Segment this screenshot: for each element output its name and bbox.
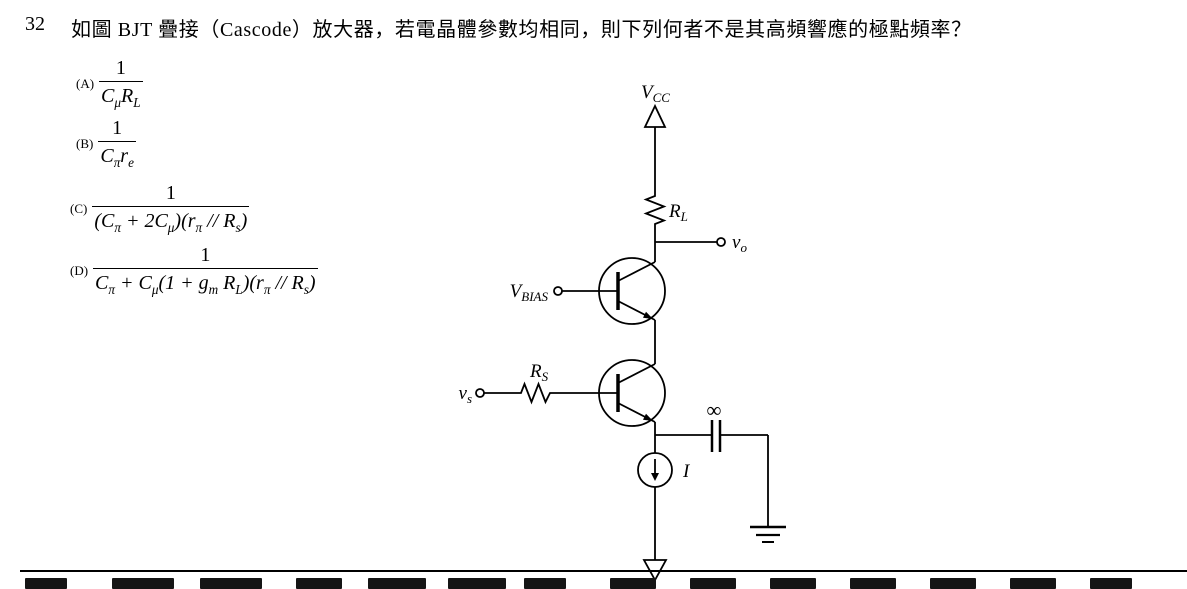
- cropped-text-fragment: [524, 578, 566, 589]
- rl-label: RL: [668, 201, 688, 224]
- option-b-formula: 1 Cπre: [98, 116, 136, 172]
- vbias-label: VBIAS: [510, 281, 549, 304]
- cropped-text-fragment: [25, 578, 67, 589]
- cropped-text-fragment: [770, 578, 816, 589]
- infinity-cap-label: ∞: [707, 398, 722, 422]
- fraction-numerator: 1: [92, 181, 250, 207]
- vcc-supply-arrow: [643, 103, 667, 192]
- option-b-label: (B): [76, 135, 94, 151]
- cropped-text-fragment: [296, 578, 342, 589]
- cropped-text-fragment: [368, 578, 426, 589]
- fraction-numerator: 1: [99, 56, 143, 82]
- rs-resistor: [475, 381, 562, 405]
- lower-bjt: [562, 359, 666, 427]
- cropped-text-fragment: [1010, 578, 1056, 589]
- option-d: (D) 1 Cπ + Cμ(1 + gm RL)(rπ // Rs): [70, 243, 318, 299]
- cropped-text-fragment: [1090, 578, 1132, 589]
- question-text: 如圖 BJT 疊接（Cascode）放大器，若電晶體參數均相同，則下列何者不是其…: [71, 19, 972, 41]
- cropped-text-fragment: [112, 578, 174, 589]
- cropped-text-fragment: [448, 578, 506, 589]
- fraction-denominator: Cπ + Cμ(1 + gm RL)(rπ // Rs): [95, 272, 316, 297]
- vbias-terminal: [553, 286, 563, 296]
- cropped-text-fragment: [610, 578, 656, 589]
- circuit-diagram: VCC RL vo VBIAS: [459, 82, 786, 582]
- option-a-label: (A): [76, 75, 95, 91]
- option-a: (A) 1 CμRL: [76, 56, 143, 112]
- fraction-numerator: 1: [93, 243, 318, 269]
- fraction-numerator: 1: [98, 116, 136, 142]
- option-d-formula: 1 Cπ + Cμ(1 + gm RL)(rπ // Rs): [93, 243, 318, 299]
- fraction-denominator: CμRL: [101, 85, 141, 110]
- fraction-denominator: (Cπ + 2Cμ)(rπ // Rs): [94, 210, 248, 235]
- vs-label: vs: [459, 383, 473, 406]
- emitter-arrow: [643, 311, 653, 319]
- option-a-formula: 1 CμRL: [99, 56, 143, 112]
- option-b: (B) 1 Cπre: [76, 116, 136, 172]
- cropped-text-fragment: [200, 578, 262, 589]
- current-source-label: I: [682, 461, 691, 482]
- question-number: 32: [25, 13, 45, 35]
- vo-label: vo: [732, 232, 747, 255]
- option-c-label: (C): [70, 200, 88, 216]
- cropped-text-fragment: [850, 578, 896, 589]
- cropped-text-fragment: [930, 578, 976, 589]
- option-d-label: (D): [70, 262, 89, 278]
- vs-terminal: [475, 388, 485, 398]
- bypass-capacitor: [655, 420, 769, 527]
- output-terminal: [716, 237, 726, 247]
- fraction-denominator: Cπre: [100, 145, 134, 170]
- ground-symbol: [750, 525, 786, 543]
- rl-resistor: [643, 192, 667, 262]
- option-c: (C) 1 (Cπ + 2Cμ)(rπ // Rs): [70, 181, 250, 237]
- current-source: [637, 452, 673, 560]
- option-c-formula: 1 (Cπ + 2Cμ)(rπ // Rs): [92, 181, 250, 237]
- output-wire: [655, 237, 726, 247]
- cropped-text-fragment: [690, 578, 736, 589]
- upper-bjt: [553, 257, 666, 325]
- vcc-label: VCC: [641, 82, 670, 105]
- table-rule: [20, 570, 1187, 572]
- rs-label: RS: [529, 361, 549, 384]
- emitter-arrow: [643, 413, 653, 421]
